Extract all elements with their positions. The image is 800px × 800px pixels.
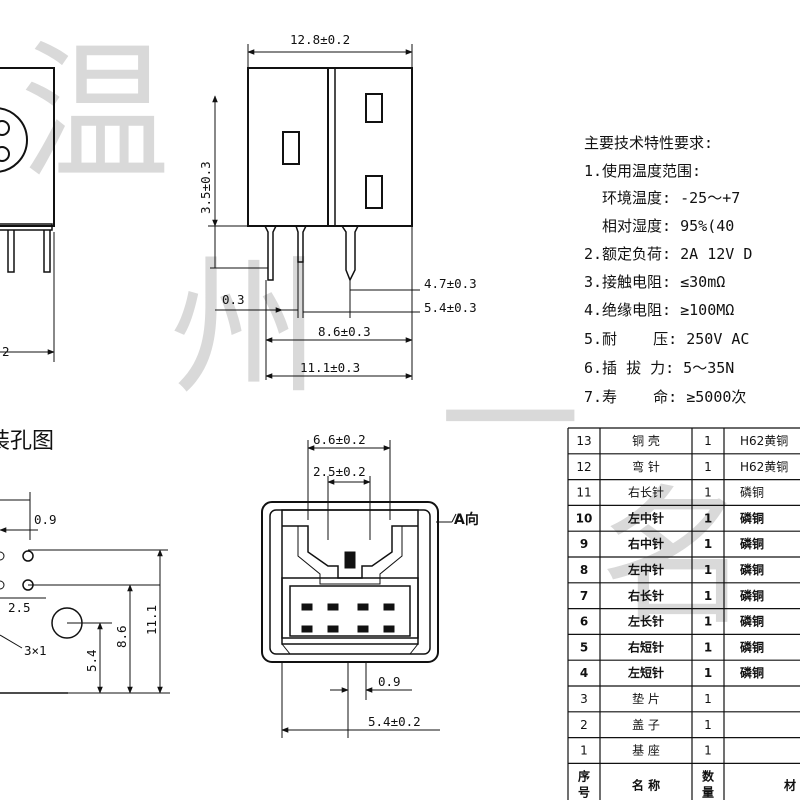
requirements-title: 主要技术特性要求: <box>584 134 713 152</box>
side-dim-c: 8.6±0.3 <box>318 324 371 339</box>
watermark-char-4: 名 <box>600 472 750 646</box>
table-cell-qty: 1 <box>704 666 712 680</box>
side-dim-b: 5.4±0.3 <box>424 300 477 315</box>
requirement-line-4: 2.额定负荷: 2A 12V D <box>584 245 752 263</box>
table-cell-material: 磷铜 <box>740 588 764 603</box>
table-cell-no: 13 <box>576 434 591 448</box>
table-cell-name: 右短针 <box>627 639 664 654</box>
table-cell-name: 右长针 <box>628 485 664 500</box>
front-view <box>261 440 457 738</box>
table-cell-name: 左中针 <box>627 510 664 525</box>
hole-view-title: 装孔图 <box>0 429 54 454</box>
table-cell-name: 左短针 <box>627 665 664 680</box>
table-cell-name: 弯 针 <box>632 459 660 474</box>
side-view <box>208 44 420 380</box>
table-cell-no: 6 <box>580 615 588 629</box>
table-header-material: 材 <box>783 777 796 792</box>
front-dim-inner: 2.5±0.2 <box>313 464 366 479</box>
table-cell-no: 11 <box>576 486 591 500</box>
table-cell-material: H62黄铜 <box>740 459 788 474</box>
table-cell-material: 磷铜 <box>740 665 764 680</box>
table-cell-name: 铜 壳 <box>632 433 660 448</box>
table-cell-name: 基 座 <box>632 743 660 758</box>
hole-dim-11.1: 11.1 <box>144 605 159 635</box>
table-cell-qty: 1 <box>704 692 712 706</box>
table-cell-qty: 1 <box>704 589 712 603</box>
table-cell-material: H62黄铜 <box>740 433 788 448</box>
watermark-char-1: 温 <box>20 27 170 201</box>
watermark: 温 州 一 名 <box>20 27 750 646</box>
table-cell-qty: 1 <box>704 563 712 577</box>
front-dim-bottom: 5.4±0.2 <box>368 714 421 729</box>
table-header-qty: 数量 <box>702 768 715 799</box>
hole-dim-8.6: 8.6 <box>114 625 129 648</box>
requirements-block: 主要技术特性要求: 1.使用温度范围: 环境温度: -25～+7 相对湿度: 9… <box>584 134 752 406</box>
table-cell-qty: 1 <box>704 744 712 758</box>
left-partial-dim: 2 <box>2 344 10 359</box>
table-cell-material: 磷铜 <box>740 562 764 577</box>
front-dim-bottom-small: 0.9 <box>378 674 401 689</box>
table-cell-no: 10 <box>576 511 593 525</box>
requirement-line-1: 1.使用温度范围: <box>584 162 701 180</box>
table-cell-no: 4 <box>580 666 588 680</box>
table-cell-qty: 1 <box>704 486 712 500</box>
side-dim-a: 4.7±0.3 <box>424 276 477 291</box>
watermark-char-3: 一 <box>440 341 580 504</box>
table-cell-name: 垫 片 <box>632 691 660 706</box>
table-cell-no: 12 <box>576 460 591 474</box>
table-cell-no: 3 <box>580 692 588 706</box>
requirement-line-6: 4.绝缘电阻: ≥100MΩ <box>584 301 734 319</box>
table-cell-material: 磷铜 <box>740 485 764 500</box>
requirement-line-2: 环境温度: -25～+7 <box>584 189 740 207</box>
requirement-line-8: 6.插 拔 力: 5～35N <box>584 359 734 377</box>
table-cell-name: 右长针 <box>627 588 664 603</box>
table-cell-name: 右中针 <box>627 536 664 551</box>
table-cell-name: 左长针 <box>627 614 664 629</box>
requirement-line-3: 相对湿度: 95%(40 <box>584 217 734 235</box>
table-cell-qty: 1 <box>704 537 712 551</box>
hole-dim-2.5: 2.5 <box>8 600 31 615</box>
table-header-name: 名 称 <box>632 777 660 792</box>
table-cell-no: 7 <box>580 589 588 603</box>
hole-dim-3x1: 3×1 <box>24 643 47 658</box>
table-cell-material: 磷铜 <box>740 614 764 629</box>
watermark-char-2: 州 <box>170 242 320 416</box>
front-dim-top: 6.6±0.2 <box>313 432 366 447</box>
table-cell-no: 8 <box>580 563 588 577</box>
side-pin-offset-dim: 0.3 <box>222 292 245 307</box>
table-cell-qty: 1 <box>704 615 712 629</box>
table-cell-qty: 1 <box>704 640 712 654</box>
front-a-direction-label: A向 <box>454 511 479 528</box>
hole-dim-0.9: 0.9 <box>34 512 57 527</box>
table-cell-qty: 1 <box>704 460 712 474</box>
side-dim-d: 11.1±0.3 <box>300 360 360 375</box>
table-cell-qty: 1 <box>704 434 712 448</box>
side-top-dim: 12.8±0.2 <box>290 32 350 47</box>
requirement-line-7: 5.耐 压: 250V AC <box>584 330 749 348</box>
requirement-line-9: 7.寿 命: ≥5000次 <box>584 388 746 406</box>
table-cell-no: 1 <box>580 744 588 758</box>
table-cell-material: 磷铜 <box>740 536 764 551</box>
table-cell-no: 5 <box>580 640 588 654</box>
requirement-line-5: 3.接触电阻: ≤30mΩ <box>584 273 725 291</box>
table-cell-material: 磷铜 <box>740 510 764 525</box>
table-cell-no: 9 <box>580 537 588 551</box>
table-cell-material: 磷铜 <box>740 639 764 654</box>
table-cell-no: 2 <box>580 718 588 732</box>
table-header-no: 序号 <box>578 768 590 799</box>
side-height-dim: 3.5±0.3 <box>198 161 213 214</box>
left-partial-view <box>0 67 55 362</box>
table-cell-qty: 1 <box>704 511 712 525</box>
hole-dim-5.4: 5.4 <box>84 649 99 672</box>
hole-pattern-view <box>0 492 170 694</box>
table-cell-name: 左中针 <box>627 562 664 577</box>
table-cell-name: 盖 子 <box>632 718 660 732</box>
table-cell-qty: 1 <box>704 718 712 732</box>
